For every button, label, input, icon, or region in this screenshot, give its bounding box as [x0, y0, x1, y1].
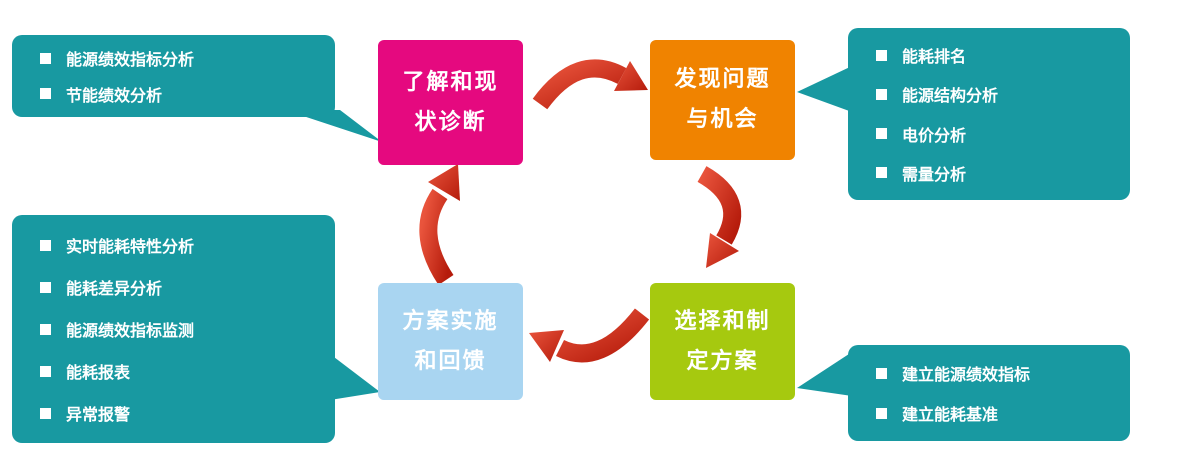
- step-label-line: 了解和现: [402, 69, 499, 95]
- callout-tail-right: [797, 66, 852, 112]
- list-item: 建立能耗基准: [876, 401, 1120, 425]
- bullet-square-icon: [40, 239, 51, 251]
- cycle-arrow-top-icon: [526, 55, 653, 118]
- list-item: 能耗排名: [876, 43, 1120, 67]
- step-label-line: 和回馈: [414, 348, 487, 374]
- list-item: 异常报警: [40, 401, 325, 425]
- list-item-label: 需量分析: [902, 164, 967, 184]
- step-label-line: 选择和制: [674, 308, 771, 334]
- callout-bottom-right: 建立能源绩效指标 建立能耗基准: [848, 345, 1130, 441]
- step-label-line: 与机会: [686, 107, 759, 132]
- step-label-line: 方案实施: [402, 308, 499, 334]
- list-item-label: 能耗报表: [66, 363, 131, 382]
- bullet-square-icon: [876, 167, 887, 179]
- callout-top-left: 能源绩效指标分析 节能绩效分析: [12, 35, 335, 117]
- bullet-square-icon: [40, 323, 51, 335]
- step-label-line: 状诊断: [414, 109, 487, 135]
- callout-list: 实时能耗特性分析 能耗差异分析 能源绩效指标监测 能耗报表 异常报警: [12, 215, 335, 443]
- callout-list: 建立能源绩效指标 建立能耗基准: [848, 345, 1130, 441]
- callout-tail-bottom-left: [330, 354, 380, 400]
- callout-tail-bottom-right: [797, 352, 852, 396]
- cycle-arrow-right-icon: [688, 160, 746, 273]
- bullet-square-icon: [40, 365, 51, 377]
- callout-tail-top-left: [285, 110, 382, 142]
- list-item: 能耗报表: [40, 359, 325, 383]
- list-item: 电价分析: [876, 122, 1120, 146]
- step-understand-status: 了解和现 状诊断: [378, 40, 523, 165]
- list-item: 建立能源绩效指标: [876, 361, 1120, 385]
- bullet-square-icon: [876, 128, 887, 140]
- list-item: 需量分析: [876, 161, 1120, 185]
- bullet-square-icon: [40, 52, 51, 64]
- step-label-line: 定方案: [686, 348, 759, 374]
- list-item-label: 建立能源绩效指标: [902, 365, 1031, 384]
- list-item: 能源结构分析: [876, 82, 1120, 106]
- bullet-square-icon: [40, 407, 51, 419]
- callout-list: 能源绩效指标分析 节能绩效分析: [12, 35, 335, 117]
- cycle-arrow-bottom-icon: [524, 300, 656, 367]
- callout-right: 能耗排名 能源结构分析 电价分析 需量分析: [848, 28, 1130, 200]
- list-item-label: 能耗差异分析: [66, 279, 163, 298]
- list-item-label: 节能绩效分析: [66, 85, 163, 105]
- step-implement-feedback: 方案实施 和回馈: [378, 283, 523, 400]
- list-item-label: 能耗排名: [902, 47, 967, 67]
- list-item-label: 异常报警: [66, 405, 131, 424]
- callout-bottom-left: 实时能耗特性分析 能耗差异分析 能源绩效指标监测 能耗报表 异常报警: [12, 215, 335, 443]
- bullet-square-icon: [876, 49, 887, 61]
- step-discover-problems: 发现问题 与机会: [650, 40, 795, 160]
- step-select-plan: 选择和制 定方案: [650, 283, 795, 400]
- bullet-square-icon: [40, 88, 51, 100]
- callout-list: 能耗排名 能源结构分析 电价分析 需量分析: [848, 28, 1130, 200]
- list-item-label: 能源结构分析: [902, 86, 999, 106]
- list-item-label: 建立能耗基准: [902, 405, 999, 424]
- list-item: 能源绩效指标分析: [40, 46, 325, 70]
- bullet-square-icon: [876, 407, 887, 419]
- bullet-square-icon: [40, 281, 51, 293]
- list-item: 节能绩效分析: [40, 82, 325, 106]
- step-label-line: 发现问题: [674, 67, 771, 93]
- cycle-arrow-left-icon: [414, 159, 465, 294]
- list-item: 能源绩效指标监测: [40, 317, 325, 341]
- bullet-square-icon: [876, 367, 887, 379]
- list-item-label: 电价分析: [902, 125, 967, 145]
- bullet-square-icon: [876, 88, 887, 100]
- list-item: 实时能耗特性分析: [40, 233, 325, 257]
- list-item-label: 实时能耗特性分析: [66, 237, 195, 256]
- list-item-label: 能源绩效指标监测: [66, 321, 195, 340]
- list-item: 能耗差异分析: [40, 275, 325, 299]
- list-item-label: 能源绩效指标分析: [66, 50, 195, 70]
